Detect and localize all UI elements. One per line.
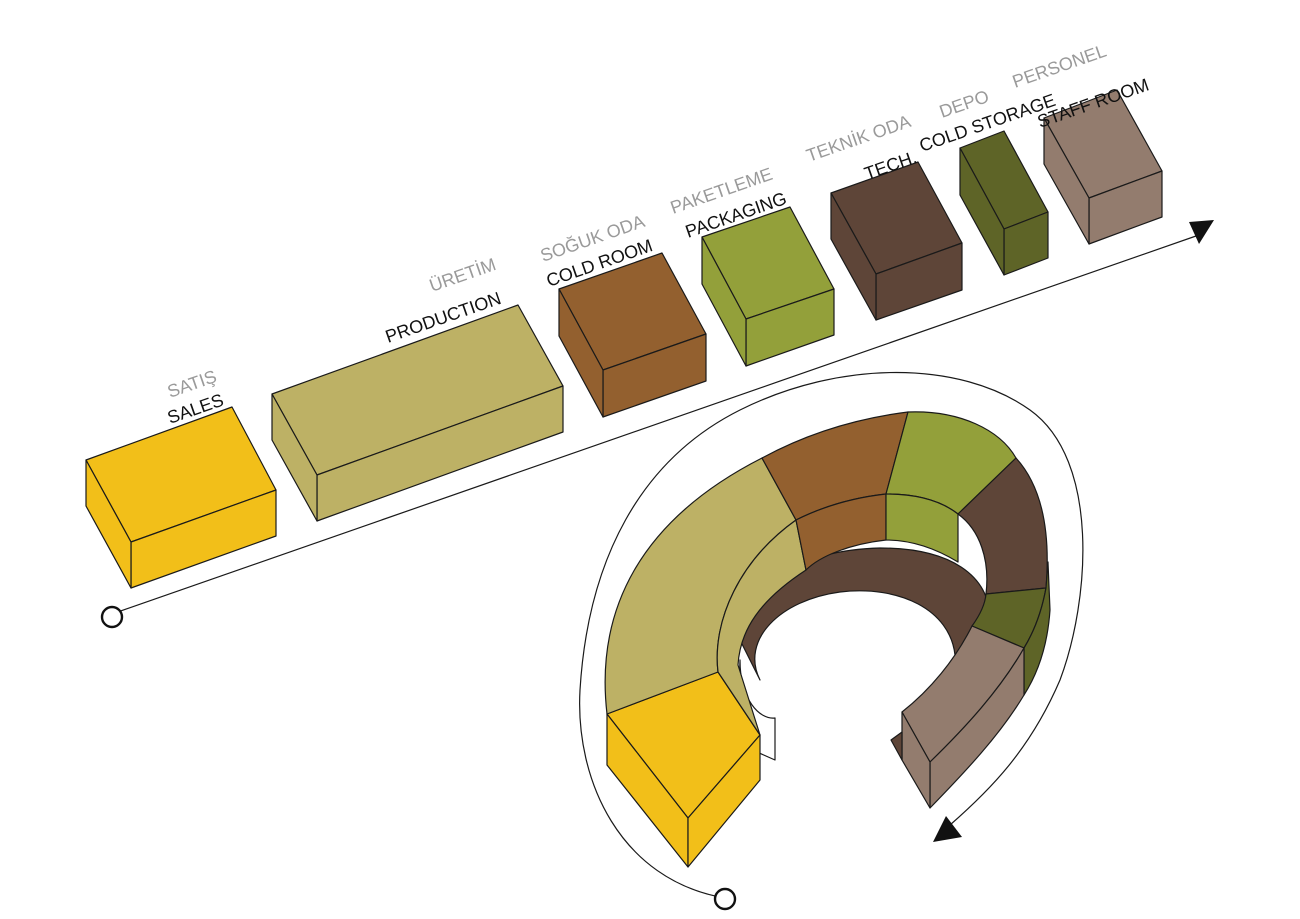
ring-cold-room (761, 411, 909, 571)
volume-staff-room-side (1043, 117, 1090, 245)
volume-production-side (271, 393, 318, 522)
volume-tech-side (830, 192, 877, 321)
circular-flow-start-node (713, 887, 737, 911)
volume-packaging-side (701, 236, 747, 367)
box-staff-room (1043, 89, 1163, 245)
flow-line (111, 235, 1197, 615)
ring-staff-room (890, 625, 1025, 809)
ring-end-shadow (890, 731, 903, 761)
linear-flow: SATIŞ SALES ÜRETİM PRODUCTION SOĞUK ODA … (85, 41, 1214, 629)
volume-cold-room-side (558, 288, 604, 418)
box-tech (830, 161, 963, 321)
flow-start-node (100, 605, 124, 629)
label-tr-staff-room: PERSONEL (1010, 41, 1109, 92)
circular-flow-line (579, 371, 1084, 899)
ring-packaging (885, 411, 1017, 563)
circular-flow (579, 371, 1084, 911)
volume-staff-room (929, 647, 1025, 809)
box-cold-storage (959, 130, 1049, 276)
volume-cold-storage-side (959, 147, 1005, 276)
circular-flow-arrowhead (933, 816, 962, 842)
box-sales (85, 406, 277, 589)
ring-sales (606, 671, 761, 868)
volume-sales (687, 734, 761, 868)
flow-arrowhead (1189, 220, 1214, 244)
box-cold-room (558, 252, 707, 418)
volume-sales-side (85, 459, 132, 589)
box-packaging (701, 206, 835, 367)
volume-packaging (885, 493, 959, 563)
ring-production (604, 457, 807, 736)
label-tr-production: ÜRETİM (427, 254, 499, 296)
volume-cold-storage (1023, 561, 1051, 696)
box-production (271, 304, 564, 522)
